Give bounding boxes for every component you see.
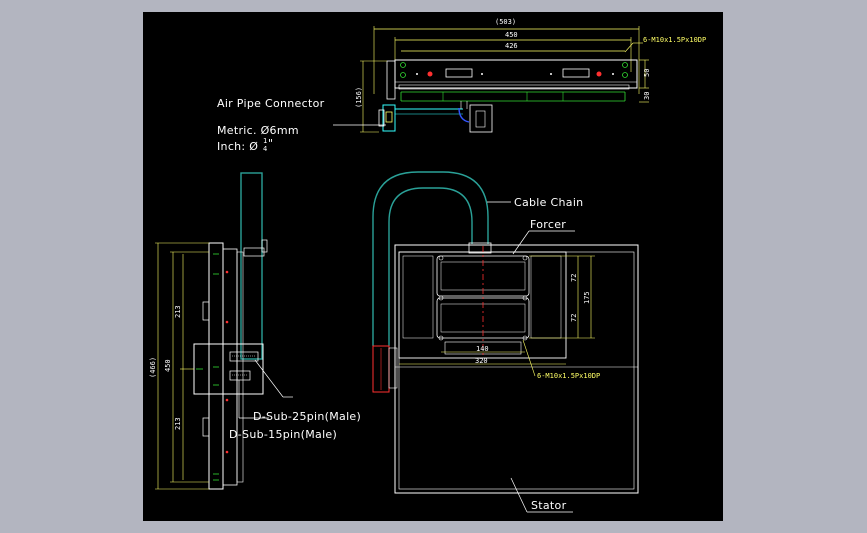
- dim-left-466: (466): [149, 357, 157, 378]
- dim-left-450: 450: [164, 359, 172, 372]
- label-metric: Metric. Ø6mm: [217, 124, 299, 137]
- dim-forcer-holes: 6-M10x1.5Px10DP: [537, 372, 600, 380]
- dim-top-30: 30: [643, 92, 651, 100]
- dim-top-450: 450: [505, 31, 518, 39]
- dim-top-426: 426: [505, 42, 518, 50]
- label-cable-chain: Cable Chain: [514, 196, 583, 209]
- label-inch-frac-num: 1: [263, 137, 267, 145]
- dim-top-holes: 6-M10x1.5Px10DP: [643, 36, 706, 44]
- label-air-pipe-connector: Air Pipe Connector: [217, 97, 325, 110]
- drawing-svg: (503) 450 426 6-M10x1.5Px10DP: [149, 18, 706, 513]
- cad-drawing-canvas: (503) 450 426 6-M10x1.5Px10DP: [143, 12, 723, 521]
- label-stator: Stator: [531, 499, 567, 512]
- dim-top-50: 50: [643, 69, 651, 77]
- label-inch-frac-den: 4: [263, 145, 267, 153]
- label-inch: Inch: Ø: [217, 140, 258, 153]
- dim-forcer-72a: 72: [570, 274, 578, 282]
- dim-left-213a: 213: [174, 305, 182, 318]
- label-forcer: Forcer: [530, 218, 566, 231]
- dim-forcer-320: 320: [475, 357, 488, 365]
- label-dsub15: D-Sub-15pin(Male): [229, 428, 337, 441]
- dim-left-213b: 213: [174, 417, 182, 430]
- dim-forcer-72b: 72: [570, 314, 578, 322]
- top-view: (503) 450 426 6-M10x1.5Px10DP: [333, 18, 706, 133]
- dim-forcer-140: 140: [476, 345, 489, 353]
- label-inch-mark: ": [268, 137, 273, 150]
- front-view: 72 72 175 140 320 6-M10x1.5Px10DP: [372, 171, 639, 513]
- dim-top-156: (156): [355, 87, 363, 108]
- dim-forcer-175: 175: [583, 291, 591, 304]
- side-view: (466) 450 213 213: [149, 172, 293, 490]
- dim-top-overall: (503): [495, 18, 516, 26]
- label-dsub25: D-Sub-25pin(Male): [253, 410, 361, 423]
